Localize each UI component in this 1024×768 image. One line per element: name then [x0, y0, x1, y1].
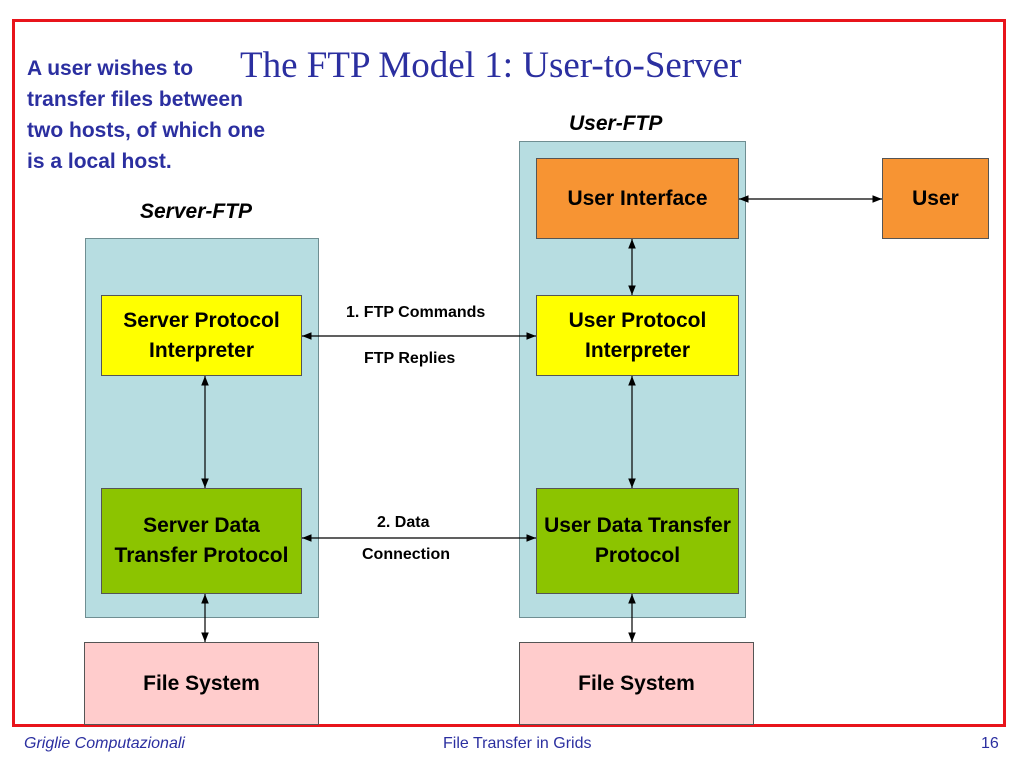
slide-title: The FTP Model 1: User-to-Server: [240, 45, 742, 86]
data-connection-label-1: 2. Data: [377, 514, 430, 531]
user-data-transfer-box: User Data Transfer Protocol: [536, 488, 739, 594]
footer-center: File Transfer in Grids: [443, 735, 592, 752]
footer-left: Griglie Computazionali: [24, 735, 185, 752]
user-interface-box: User Interface: [536, 158, 739, 239]
server-ftp-label: Server-FTP: [140, 200, 253, 223]
server-protocol-interpreter-box: Server Protocol Interpreter: [101, 295, 302, 376]
user-protocol-interpreter-box: User Protocol Interpreter: [536, 295, 739, 376]
ftp-commands-label: 1. FTP Commands: [346, 304, 486, 321]
user-file-system-box: File System: [519, 642, 754, 725]
data-connection-label-2: Connection: [362, 546, 450, 563]
slide-note: A user wishes to transfer files between …: [27, 57, 265, 173]
server-data-transfer-box: Server Data Transfer Protocol: [101, 488, 302, 594]
slide-frame: [12, 19, 1006, 727]
ftp-replies-label: FTP Replies: [364, 350, 456, 367]
server-file-system-box: File System: [84, 642, 319, 725]
user-box: User: [882, 158, 989, 239]
user-ftp-label: User-FTP: [569, 112, 663, 135]
page-number: 16: [981, 735, 999, 752]
